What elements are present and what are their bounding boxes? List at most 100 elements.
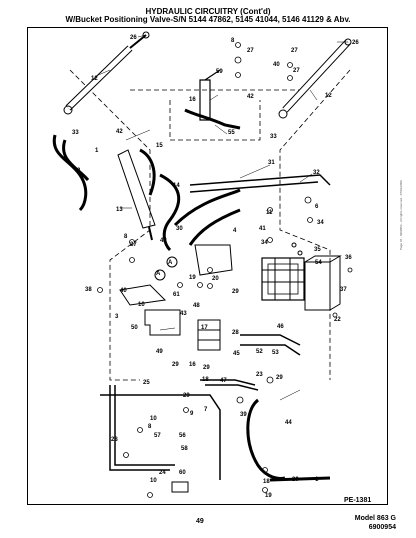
- part-callout: 10: [150, 416, 157, 422]
- hydraulic-hoses: [52, 134, 331, 482]
- tube-clamp-bracket: [194, 244, 233, 276]
- part-callout: 17: [201, 325, 208, 331]
- detail-marker-a: [154, 269, 166, 281]
- part-callout: 46: [277, 324, 284, 330]
- part-callout: 28: [232, 330, 239, 336]
- part-callout: 8: [124, 234, 128, 240]
- part-callout: 11: [266, 210, 273, 216]
- part-callout: 42: [247, 94, 254, 100]
- part-callout: 38: [85, 287, 92, 293]
- part-callout: 13: [116, 207, 123, 213]
- part-callout: 41: [259, 226, 266, 232]
- part-callout: 37: [340, 287, 347, 293]
- part-callout: 19: [265, 493, 272, 499]
- part-callout: 58: [181, 446, 188, 452]
- part-callout: 60: [179, 470, 186, 476]
- bucket-positioning-valve: [261, 242, 305, 301]
- part-callout: 8: [231, 38, 235, 44]
- part-callout: 3: [115, 314, 119, 320]
- part-callout: 50: [131, 325, 138, 331]
- tube-bracket: [199, 69, 221, 121]
- part-callout: 20: [212, 276, 219, 282]
- part-callout: 61: [173, 292, 180, 298]
- leader-lines: [95, 34, 348, 401]
- right-lift-cylinder: [278, 38, 352, 119]
- valve-mount-plate: [304, 255, 342, 311]
- diagram-subtitle: W/Bucket Positioning Valve-S/N 5144 4786…: [65, 15, 351, 24]
- part-callout: 40: [120, 288, 127, 294]
- side-note: Page 46 - 6900954 - All rights reserved …: [399, 180, 403, 250]
- page-number: 49: [196, 518, 204, 525]
- part-callout: 27: [291, 48, 298, 54]
- part-callout: 24: [159, 470, 166, 476]
- part-callout: 33: [270, 134, 277, 140]
- figure-reference: PE-1381: [344, 497, 372, 504]
- part-callout: 29: [276, 375, 283, 381]
- part-callout: 22: [334, 317, 341, 323]
- part-callout: 57: [154, 433, 161, 439]
- part-callout: 49: [156, 349, 163, 355]
- part-callout: A: [168, 260, 173, 266]
- part-callout: 47: [220, 378, 227, 384]
- part-callout: 40: [273, 62, 280, 68]
- part-callout: 39: [240, 412, 247, 418]
- part-callout: 27: [293, 68, 300, 74]
- part-callout: 34: [261, 240, 268, 246]
- part-callout: 29: [292, 477, 299, 483]
- detail-marker-a: [166, 256, 178, 268]
- part-callout: 35: [314, 247, 321, 253]
- part-callout: 45: [233, 351, 240, 357]
- part-callout: 8: [148, 424, 152, 430]
- part-callout: 18: [202, 377, 209, 383]
- part-callout: 16: [189, 97, 196, 103]
- part-callout: 2: [77, 168, 81, 174]
- diagram-title: HYDRAULIC CIRCUITRY (Cont'd): [145, 7, 271, 16]
- part-callout: 16: [189, 362, 196, 368]
- part-callout: 42: [116, 129, 123, 135]
- part-number: 6900954: [368, 524, 396, 531]
- part-callout: 10: [150, 478, 157, 484]
- hose-clip: [171, 481, 189, 493]
- part-callout: 48: [193, 303, 200, 309]
- part-callout: 43: [180, 311, 187, 317]
- part-callout: 55: [228, 130, 235, 136]
- part-callout: 27: [130, 242, 137, 248]
- part-callout: 27: [247, 48, 254, 54]
- part-callout: 33: [72, 130, 79, 136]
- part-callout: 23: [256, 372, 263, 378]
- steel-tubes: [100, 174, 331, 480]
- part-callout: 1: [95, 148, 99, 154]
- part-callout: 29: [232, 289, 239, 295]
- model-name: Model 863 G: [354, 515, 396, 522]
- part-callout: 26: [130, 35, 137, 41]
- part-callout: 9: [190, 411, 194, 417]
- part-callout: 25: [143, 380, 150, 386]
- part-callout: 12: [325, 93, 332, 99]
- part-callout: 12: [91, 76, 98, 82]
- left-lift-cylinder: [63, 31, 150, 115]
- part-callout: 34: [317, 220, 324, 226]
- part-callout: 59: [216, 69, 223, 75]
- part-callout: 26: [352, 40, 359, 46]
- part-callout: 36: [345, 255, 352, 261]
- part-callout: 29: [183, 393, 190, 399]
- part-callout: 18: [263, 479, 270, 485]
- part-callout: 19: [189, 275, 196, 281]
- tilt-cylinder: [117, 149, 156, 241]
- part-callout: 29: [172, 362, 179, 368]
- part-callout: 1: [315, 477, 319, 483]
- part-callout: 53: [272, 350, 279, 356]
- part-callout: 54: [315, 260, 322, 266]
- part-callout: 14: [173, 183, 180, 189]
- part-callout: 56: [179, 433, 186, 439]
- part-callout: 28: [111, 437, 118, 443]
- diverter-valve: [197, 319, 221, 351]
- part-callout: 31: [268, 160, 275, 166]
- diagram-frame: [27, 27, 388, 505]
- part-callout: 7: [204, 407, 208, 413]
- part-callout: 29: [203, 365, 210, 371]
- part-callout: 44: [285, 420, 292, 426]
- part-callout: 52: [256, 349, 263, 355]
